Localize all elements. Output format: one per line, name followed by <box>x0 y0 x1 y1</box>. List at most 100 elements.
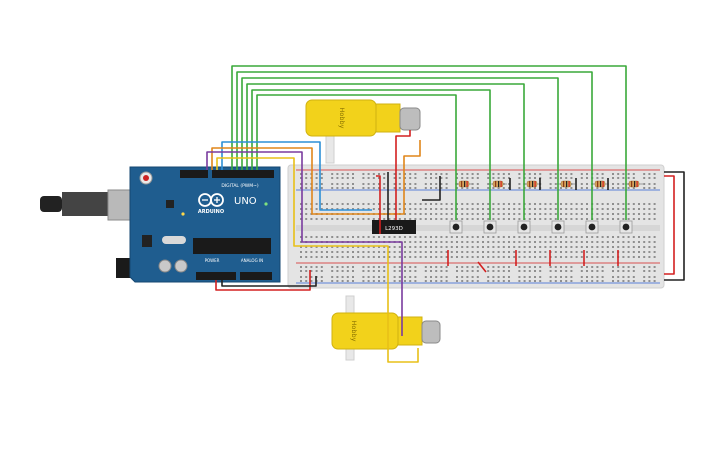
breadboard-hole <box>409 208 412 210</box>
breadboard-hole <box>430 256 432 258</box>
breadboard-hole <box>471 241 474 243</box>
breadboard-hole <box>643 213 646 215</box>
l293d-driver[interactable]: L293D <box>372 220 416 234</box>
breadboard-hole <box>534 276 536 278</box>
breadboard-hole <box>653 203 656 205</box>
power-label: POWER <box>205 258 220 263</box>
breadboard[interactable] <box>287 164 665 289</box>
breadboard-hole <box>632 256 635 258</box>
breadboard-hole <box>445 276 448 278</box>
breadboard-hole <box>341 236 344 238</box>
breadboard-hole <box>300 218 302 220</box>
breadboard-hole <box>341 276 344 278</box>
arduino-uno-board[interactable]: DIGITAL (PWM~) ARDUINO UNO POWER ANALOG … <box>40 166 281 283</box>
breadboard-hole <box>456 251 458 253</box>
breadboard-hole <box>528 187 531 189</box>
wire-green-1[interactable] <box>231 65 627 220</box>
wire-green-6[interactable] <box>256 94 457 220</box>
breadboard-hole <box>622 251 625 253</box>
breadboard-hole <box>648 251 651 253</box>
breadboard-hole <box>653 246 656 248</box>
wire-red-motor-top[interactable] <box>395 130 411 220</box>
wire-purple[interactable] <box>206 151 403 336</box>
breadboard-hole <box>398 187 401 189</box>
breadboard-hole <box>378 246 380 248</box>
motor-bottom[interactable]: Hobby <box>331 295 441 361</box>
breadboard-hole <box>398 177 401 179</box>
breadboard-hole <box>612 276 614 278</box>
breadboard-hole <box>310 236 313 238</box>
breadboard-hole <box>612 266 614 268</box>
breadboard-hole <box>601 177 604 179</box>
resistor[interactable] <box>523 180 541 188</box>
breadboard-hole <box>586 208 588 210</box>
breadboard-hole <box>523 256 526 258</box>
jumper-black-1[interactable] <box>422 176 441 201</box>
breadboard-hole <box>502 256 505 258</box>
resistor[interactable] <box>625 180 643 188</box>
pushbutton[interactable] <box>449 220 463 234</box>
breadboard-hole <box>554 246 557 248</box>
jumper-red-6[interactable] <box>477 261 487 273</box>
wire-green-3[interactable] <box>241 77 559 220</box>
breadboard-hole <box>643 177 646 179</box>
breadboard-hole <box>404 256 406 258</box>
wire-yellow[interactable] <box>216 157 419 363</box>
breadboard-hole <box>523 236 526 238</box>
breadboard-hole <box>310 256 313 258</box>
pushbutton[interactable] <box>619 220 633 234</box>
pushbutton[interactable] <box>585 220 599 234</box>
breadboard-hole <box>476 270 479 272</box>
wire-red-rail-jumper[interactable] <box>664 175 675 275</box>
breadboard-hole <box>580 270 583 272</box>
breadboard-hole <box>580 187 583 189</box>
breadboard-hole <box>617 270 620 272</box>
breadboard-hole <box>367 256 370 258</box>
breadboard-hole <box>549 270 552 272</box>
breadboard-hole <box>315 218 318 220</box>
breadboard-hole <box>586 203 588 205</box>
wire-green-4[interactable] <box>246 83 525 220</box>
breadboard-hole <box>617 246 620 248</box>
pushbutton[interactable] <box>517 220 531 234</box>
wire-green-2[interactable] <box>236 71 593 220</box>
resistor[interactable] <box>455 180 473 188</box>
wire-black-ground[interactable] <box>221 276 317 287</box>
breadboard-hole <box>440 208 443 210</box>
breadboard-hole <box>560 280 562 282</box>
breadboard-hole <box>492 276 495 278</box>
breadboard-hole <box>461 276 464 278</box>
breadboard-hole <box>560 218 562 220</box>
breadboard-hole <box>300 173 302 175</box>
breadboard-hole <box>320 203 323 205</box>
motor-top[interactable]: Hobby <box>305 99 421 164</box>
motor-top-shaft <box>325 134 335 164</box>
wire-red-chip[interactable] <box>376 175 381 234</box>
resistor[interactable] <box>591 180 609 188</box>
breadboard-hole <box>471 251 474 253</box>
breadboard-hole <box>487 208 490 210</box>
breadboard-hole <box>497 187 500 189</box>
pushbutton[interactable] <box>551 220 565 234</box>
breadboard-hole <box>549 203 552 205</box>
breadboard-hole <box>482 218 484 220</box>
breadboard-hole <box>440 236 443 238</box>
breadboard-hole <box>393 208 396 210</box>
wire-black-rail-jumper[interactable] <box>664 171 685 281</box>
resistor[interactable] <box>489 180 507 188</box>
breadboard-hole <box>565 187 568 189</box>
breadboard-hole <box>632 270 635 272</box>
breadboard-hole <box>315 187 318 189</box>
pushbutton[interactable] <box>483 220 497 234</box>
wire-orange[interactable] <box>211 140 421 215</box>
breadboard-hole <box>632 177 635 179</box>
breadboard-hole <box>622 241 625 243</box>
breadboard-hole <box>565 173 568 175</box>
wire-red-power[interactable] <box>215 270 311 291</box>
wire-green-5[interactable] <box>251 89 491 220</box>
breadboard-hole <box>404 187 406 189</box>
voltage-regulator <box>142 235 152 247</box>
resistor[interactable] <box>557 180 575 188</box>
breadboard-hole <box>315 203 318 205</box>
breadboard-hole <box>653 276 656 278</box>
